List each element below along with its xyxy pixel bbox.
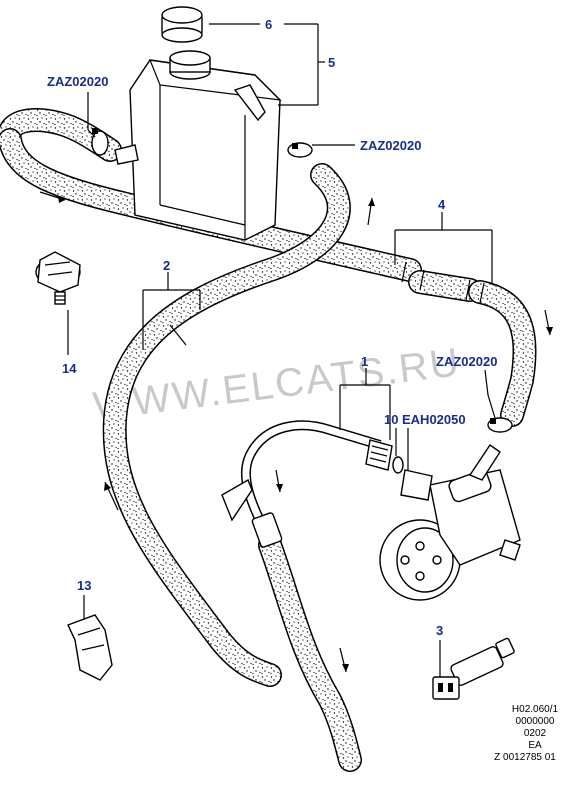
hose-2-supply — [102, 163, 351, 687]
callout-2: 2 — [163, 258, 170, 273]
pipe-union-fitting — [365, 439, 393, 471]
callout-14: 14 — [62, 361, 77, 376]
callout-1: 1 — [361, 354, 368, 369]
hose-clamp-left — [91, 128, 109, 156]
reference-line-5: Z 0012785 01 — [494, 752, 556, 763]
sealing-washer — [392, 456, 404, 474]
callout-6: 6 — [265, 17, 272, 32]
hose-clamp-pump — [487, 417, 513, 433]
callout-eah02050: EAH02050 — [402, 412, 466, 427]
reference-line-2: 0000000 — [516, 716, 555, 727]
reference-code-block: H02.060/1 0000000 0202 EA Z 0012785 01 — [494, 704, 558, 763]
callout-4: 4 — [438, 197, 446, 212]
pressure-switch — [432, 637, 515, 700]
pump-outlet-union — [400, 469, 433, 501]
reference-line-4: EA — [528, 740, 542, 751]
power-steering-pump — [379, 444, 521, 601]
reservoir-cap — [161, 6, 203, 43]
flow-arrows — [39, 191, 553, 673]
pump-inlet-pipe — [468, 444, 501, 481]
callout-leaders — [67, 23, 496, 677]
hose-break-marks — [169, 261, 485, 346]
reference-line-3: 0202 — [524, 728, 547, 739]
callout-13: 13 — [77, 578, 91, 593]
reference-line-1: H02.060/1 — [512, 704, 559, 715]
hose-clamp-right — [287, 142, 313, 158]
hose-ferrule — [251, 512, 283, 548]
reservoir-inlet — [114, 144, 139, 165]
callout-zaz02020-right-low: ZAZ02020 — [436, 354, 497, 369]
hose-1-pressure — [258, 533, 362, 772]
callout-5: 5 — [328, 55, 335, 70]
callout-zaz02020-right-top: ZAZ02020 — [360, 138, 421, 153]
pipe-bracket — [221, 478, 253, 522]
hose-4-upper-section — [408, 270, 537, 427]
reservoir-outlet — [233, 84, 266, 122]
callout-zaz02020-left: ZAZ02020 — [47, 74, 108, 89]
callout-10: 10 — [384, 412, 398, 427]
reservoir — [114, 50, 282, 241]
hose-clip-fastener — [35, 251, 81, 305]
hose-retaining-clip — [67, 614, 113, 681]
callout-3: 3 — [436, 623, 443, 638]
metal-pipe — [221, 420, 382, 548]
